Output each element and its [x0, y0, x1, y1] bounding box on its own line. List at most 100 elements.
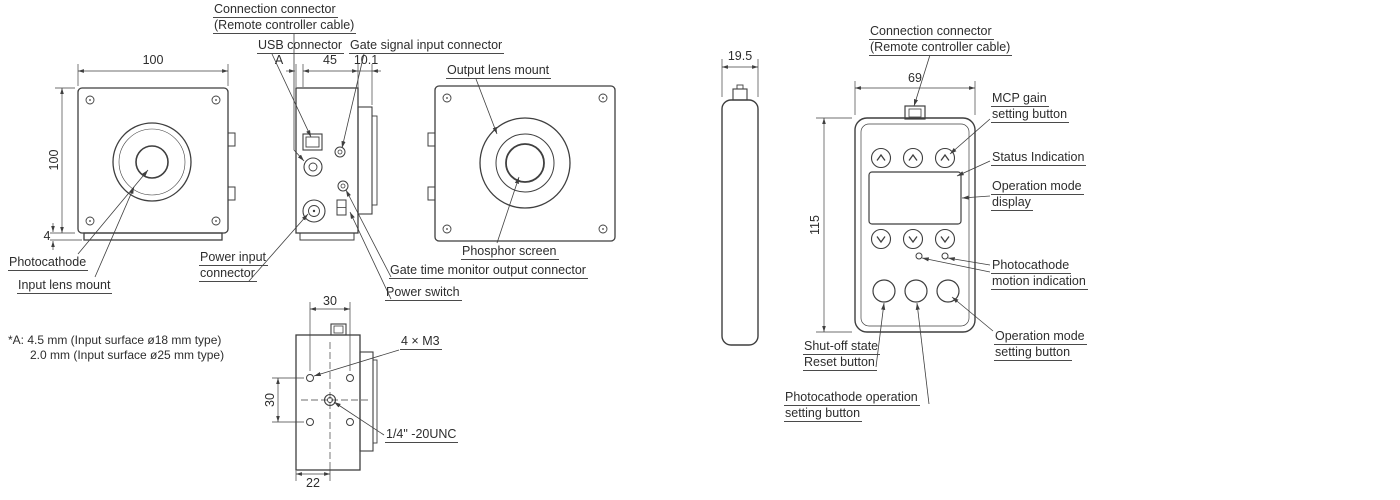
callout-line: display [991, 195, 1033, 211]
m3-hole [306, 418, 314, 426]
callout-line: Phosphor screen [461, 244, 559, 260]
callout-line: motion indication [991, 274, 1088, 290]
callout-line: MCP gain [991, 91, 1049, 107]
callout-line: Photocathode [8, 255, 89, 271]
callout-power-switch: Power switch [385, 285, 462, 301]
callout-mount-screws: 4 × M3 [400, 334, 442, 350]
corner-screw-icon [598, 93, 608, 103]
photocathode-operation-button [904, 279, 928, 303]
callout-tripod-thread: 1/4" -20UNC [385, 427, 459, 443]
callout-phosphor-screen: Phosphor screen [461, 244, 559, 260]
down-button [934, 228, 956, 250]
photocathode-motion-led [915, 252, 923, 260]
callout-line: Shut-off state [803, 339, 881, 355]
callout-shutoff-reset: Shut-off state Reset button [803, 339, 881, 371]
note-line: *A: 4.5 mm (Input surface ø18 mm type) [8, 333, 222, 347]
callout-line: setting button [991, 107, 1070, 123]
note-input-surface: *A: 4.5 mm (Input surface ø18 mm type) 2… [8, 333, 224, 363]
controller-body [854, 117, 976, 333]
callout-photocathode-motion: Photocathode motion indication [991, 258, 1088, 290]
operation-mode-button [936, 279, 960, 303]
output-body [434, 85, 616, 242]
callout-line: 4 × M3 [400, 334, 442, 350]
dim-controller-height: 115 [808, 215, 822, 235]
power-connector [302, 199, 326, 223]
callout-line: (Remote controller cable) [869, 40, 1013, 56]
controller-top-connector [904, 105, 926, 120]
callout-line: Status Indication [991, 150, 1087, 166]
tripod-hole [323, 393, 337, 407]
gate-signal-jack [334, 146, 346, 158]
callout-gate-time-monitor: Gate time monitor output connector [389, 263, 588, 279]
callout-line: setting button [784, 406, 863, 422]
callout-line: Photocathode operation [784, 390, 920, 406]
operation-mode-display-screen [868, 171, 962, 225]
chevron-up-icon [940, 153, 950, 161]
callout-connection-connector-controller: Connection connector (Remote controller … [869, 24, 1013, 56]
dim-front-height: 100 [47, 149, 61, 171]
dim-body-depth: 45 [323, 53, 337, 67]
callout-line: Operation mode [994, 329, 1087, 345]
callout-line: Gate signal input connector [349, 38, 505, 54]
callout-line: Operation mode [991, 179, 1084, 195]
side-view [295, 87, 378, 241]
dim-controller-depth: 19.5 [727, 49, 753, 63]
down-button [870, 228, 892, 250]
callout-line: Connection connector [213, 2, 338, 18]
note-line: 2.0 mm (Input surface ø25 mm type) [30, 348, 225, 362]
base-plate [83, 232, 223, 241]
callout-line: setting button [994, 345, 1073, 361]
chevron-up-icon [876, 153, 886, 161]
callout-line: Photocathode [991, 258, 1072, 274]
shutoff-reset-button [872, 279, 896, 303]
callout-connection-connector-unit: Connection connector (Remote controller … [213, 2, 357, 34]
chevron-down-icon [908, 236, 918, 244]
corner-screw-icon [211, 216, 221, 226]
dim-flange-depth: 10.1 [353, 53, 379, 67]
callout-line: USB connector [257, 38, 345, 54]
corner-screw-icon [598, 224, 608, 234]
callout-line: (Remote controller cable) [213, 18, 357, 34]
chevron-down-icon [940, 236, 950, 244]
corner-screw-icon [85, 216, 95, 226]
front-body [77, 87, 229, 234]
corner-screw-icon [442, 93, 452, 103]
callout-line: Connection connector [869, 24, 994, 40]
mcp-gain-up-button [934, 147, 956, 169]
callout-line: connector [199, 266, 257, 282]
dimension-lines [50, 59, 976, 481]
side-body [295, 87, 359, 234]
callout-output-lens-mount: Output lens mount [446, 63, 552, 79]
output-flange [357, 106, 373, 215]
callout-line: Power switch [385, 285, 462, 301]
callout-operation-mode-display: Operation mode display [991, 179, 1084, 211]
dim-front-width: 100 [142, 53, 164, 67]
gate-monitor-jack [337, 180, 349, 192]
chevron-up-icon [908, 153, 918, 161]
callout-line: Power input [199, 250, 269, 266]
dim-input-offset: A [274, 53, 284, 67]
bottom-body [295, 334, 361, 471]
callout-input-lens-mount: Input lens mount [17, 278, 113, 294]
callout-line: Output lens mount [446, 63, 552, 79]
up-button [870, 147, 892, 169]
dim-screw-pitch-w: 30 [323, 294, 337, 308]
front-view [77, 87, 236, 241]
leader-lines [77, 33, 994, 436]
m3-hole [306, 374, 314, 382]
phosphor-screen-window [505, 143, 545, 183]
output-view [427, 85, 616, 242]
callout-status-indication: Status Indication [991, 150, 1087, 166]
bottom-view [295, 323, 378, 471]
usb-port [302, 133, 323, 151]
dim-screw-pitch-h: 30 [263, 393, 277, 407]
callout-photocathode-operation: Photocathode operation setting button [784, 390, 920, 422]
controller-front-view [854, 105, 976, 333]
up-button [902, 147, 924, 169]
callout-operation-mode-setting: Operation mode setting button [994, 329, 1087, 361]
corner-screw-icon [211, 95, 221, 105]
chevron-down-icon [876, 236, 886, 244]
callout-line: Input lens mount [17, 278, 113, 294]
